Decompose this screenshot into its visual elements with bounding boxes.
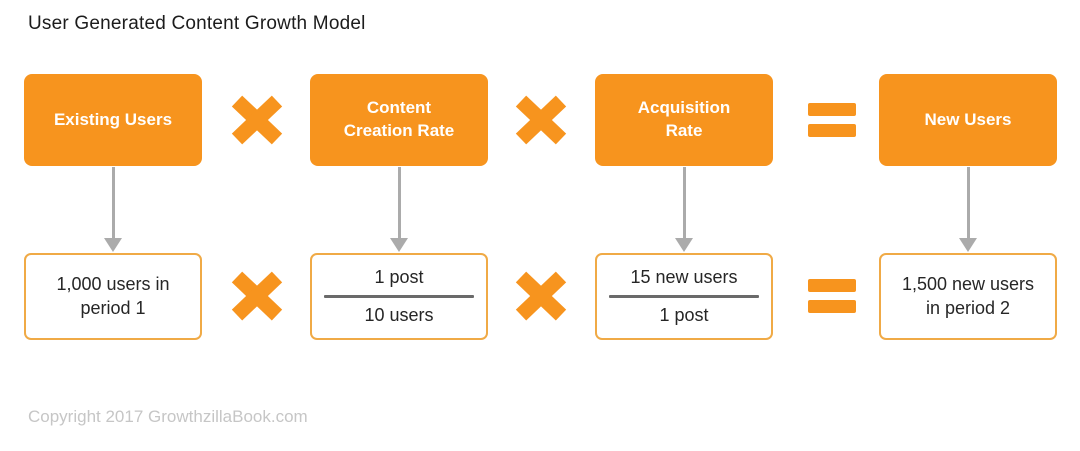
down-arrow <box>104 167 122 253</box>
equals-bar <box>808 103 856 116</box>
fraction-divider <box>324 295 474 298</box>
fraction-divider <box>609 295 759 298</box>
factor-label: Existing Users <box>53 109 173 129</box>
down-arrow <box>959 167 977 253</box>
factor-box-new-users: New Users <box>879 74 1057 166</box>
down-arrow <box>675 167 693 253</box>
down-arrow-line <box>111 167 115 238</box>
down-arrow-head <box>390 238 408 252</box>
down-arrow-line <box>966 167 970 238</box>
factor-label-line: Rate <box>665 121 703 140</box>
equals-icon <box>804 95 860 145</box>
multiply-icon <box>513 271 569 321</box>
factor-label: New Users <box>924 109 1012 129</box>
multiply-icon <box>513 95 569 145</box>
multiply-icon <box>229 271 285 321</box>
value-line: period 1 <box>80 297 146 318</box>
down-arrow-head <box>959 238 977 252</box>
down-arrow-line <box>397 167 401 238</box>
down-arrow <box>390 167 408 253</box>
factor-label-line: Creation Rate <box>343 121 455 140</box>
value-line: 1,000 users in <box>56 274 170 295</box>
value-line: 1,500 new users <box>901 274 1035 295</box>
value-line: in period 2 <box>925 297 1011 318</box>
value-box-acquisition-rate: 15 new users 1 post <box>595 253 773 340</box>
copyright-text: Copyright 2017 GrowthzillaBook.com <box>28 407 308 426</box>
fraction-denominator: 1 post <box>659 305 709 325</box>
value-box-content-creation-rate: 1 post 10 users <box>310 253 488 340</box>
page-title: User Generated Content Growth Model <box>28 13 366 34</box>
down-arrow-head <box>675 238 693 252</box>
multiply-icon <box>229 95 285 145</box>
equals-bar <box>808 124 856 137</box>
down-arrow-head <box>104 238 122 252</box>
value-box-existing-users: 1,000 users in period 1 <box>24 253 202 340</box>
factor-box-existing-users: Existing Users <box>24 74 202 166</box>
fraction-numerator: 15 new users <box>630 266 738 287</box>
factor-box-content-creation-rate: Content Creation Rate <box>310 74 488 166</box>
fraction-numerator: 1 post <box>374 266 424 287</box>
equals-icon <box>804 271 860 321</box>
factor-box-acquisition-rate: Acquisition Rate <box>595 74 773 166</box>
equals-bar <box>808 279 856 292</box>
factor-label-line: Content <box>366 98 432 118</box>
equals-bar <box>808 300 856 313</box>
fraction-denominator: 10 users <box>364 305 434 325</box>
down-arrow-line <box>682 167 686 238</box>
factor-label-line: Acquisition <box>637 98 731 118</box>
value-box-new-users: 1,500 new users in period 2 <box>879 253 1057 340</box>
